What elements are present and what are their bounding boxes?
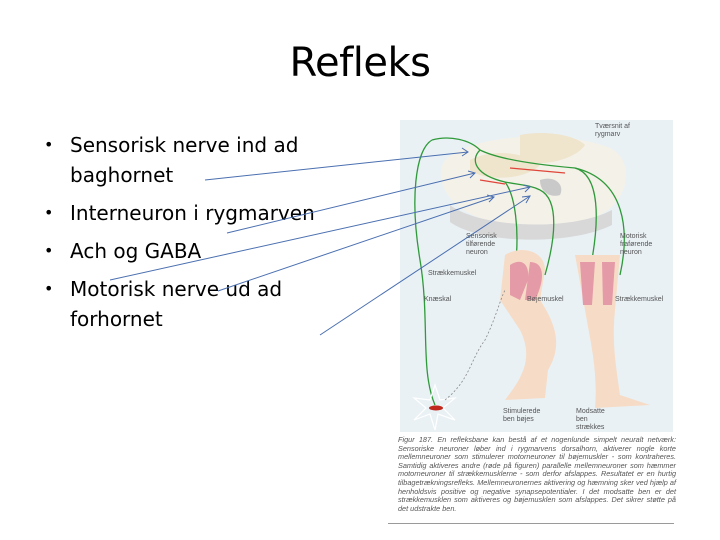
bullet-dot-icon: • — [44, 135, 54, 154]
label-opposite-leg: Modsatte ben strækkes — [576, 408, 605, 431]
annotation-arrows — [109, 147, 531, 336]
inhibitory-interneurons — [479, 167, 566, 185]
bullet-text: Sensorisk nerve ind ad baghornet — [70, 133, 299, 187]
legs-illustration — [500, 250, 650, 408]
bullet-dot-icon: • — [44, 279, 54, 298]
bullet-item: • Ach og GABA — [42, 236, 342, 266]
stimulus-star-icon — [412, 383, 457, 431]
bullet-list: • Sensorisk nerve ind ad baghornet • Inter… — [42, 130, 342, 334]
bullet-item: • Motorisk nerve ud ad forhornet — [42, 274, 342, 334]
spinal-cord-cross-section — [440, 133, 627, 240]
label-extensor-right: Strækkemuskel — [615, 296, 664, 303]
label-flexor: Bøjemuskel — [527, 296, 564, 303]
label-cross-section: Tværsnit af rygmarv — [595, 123, 631, 138]
figure-caption: Figur 187. En refleksbane kan bestå af e… — [398, 435, 676, 513]
bullet-text: Motorisk nerve ud ad forhornet — [70, 277, 283, 331]
label-sensory-neuron: Sensorisk tilførende neuron — [466, 233, 497, 256]
caption-divider — [388, 523, 674, 524]
reflex-movement-path — [444, 289, 506, 401]
label-kneecap: Knæskal — [424, 296, 452, 303]
label-extensor-left: Strækkemuskel — [428, 270, 477, 277]
slide-title: Refleks — [289, 40, 431, 86]
bullet-dot-icon: • — [44, 203, 54, 222]
bullet-item: • Interneuron i rygmarven — [42, 198, 342, 228]
bullet-text: Ach og GABA — [70, 239, 202, 263]
bullet-dot-icon: • — [44, 241, 54, 260]
bullet-item: • Sensorisk nerve ind ad baghornet — [42, 130, 342, 190]
label-stimulated-leg: Stimulerede ben bøjes — [503, 408, 541, 423]
label-motor-neuron: Motorisk fraførende neuron — [620, 233, 653, 256]
bullet-text: Interneuron i rygmarven — [70, 201, 315, 225]
